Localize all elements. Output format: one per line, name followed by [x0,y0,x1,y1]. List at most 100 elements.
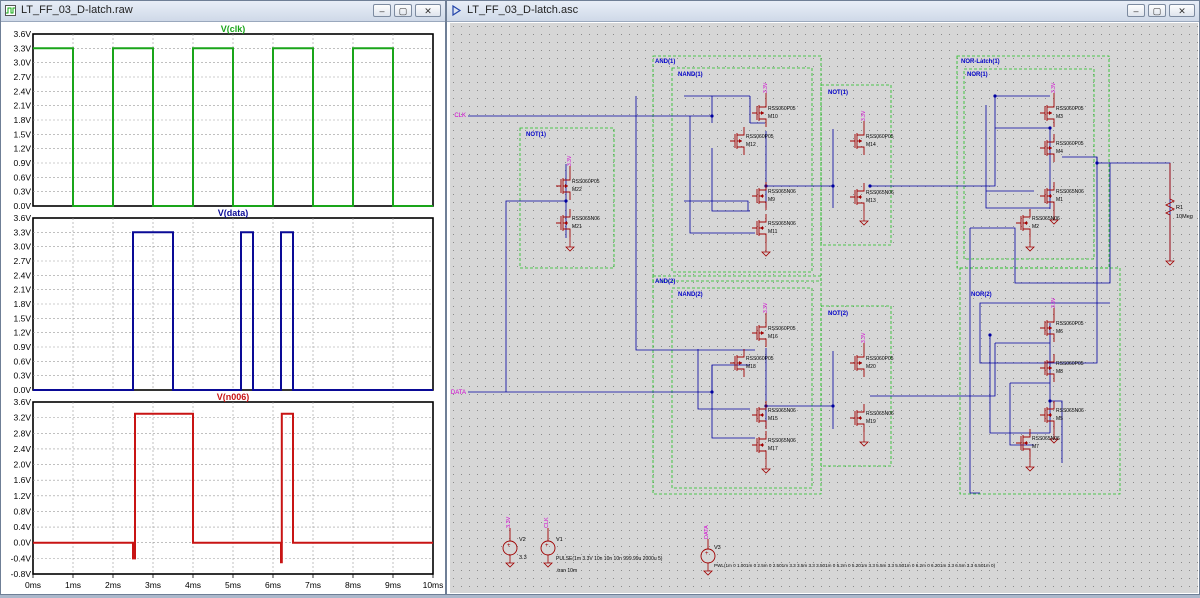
plot-pane-2[interactable]: 3.6V3.2V2.8V2.4V2.0V1.6V1.2V0.8V0.4V0.0V… [11,392,434,579]
transistor-model: RSS060P05 [746,134,774,140]
schematic-window: LT_FF_03_D-latch.asc – ▢ ✕ [446,0,1200,595]
close-icon[interactable]: ✕ [415,4,441,17]
maximize-icon[interactable]: ▢ [1148,4,1166,17]
transistor-model: RSS060P05 [768,326,796,332]
source-v1[interactable]: CLK + V1 PULSE(1m 3.3V 10n 10n 10n 999.9… [540,517,663,574]
resistor-name: R1 [1176,205,1183,211]
supply-label: 3.3V [1051,297,1057,308]
svg-text:+: + [507,543,511,549]
transistor-model: RSS065N06 [1032,436,1060,442]
x-tick-label: 7ms [305,580,321,590]
trace-title[interactable]: V(clk) [221,24,246,34]
transistor-name: M4 [1056,149,1063,155]
plot-pane-0[interactable]: 3.6V3.3V3.0V2.7V2.4V2.1V1.8V1.5V1.2V0.9V… [14,24,434,211]
supply-label: 3.3V [763,82,769,93]
group-label-not2: NOT(2) [828,311,848,317]
waveform-canvas[interactable]: 3.6V3.3V3.0V2.7V2.4V2.1V1.8V1.5V1.2V0.9V… [4,23,444,593]
y-tick-label: 1.2V [14,328,32,338]
transistor-name: M5 [1056,416,1063,422]
ground-symbol [1049,210,1059,225]
resistor-value: 10Meg [1176,214,1193,220]
ground-symbol [565,237,575,252]
transistor-name: M17 [768,446,778,452]
maximize-icon[interactable]: ▢ [394,4,412,17]
minimize-icon[interactable]: – [1127,4,1145,17]
transistor-model: RSS065N06 [1056,408,1084,414]
transistor-model: RSS065N06 [768,189,796,195]
trace-line[interactable] [33,412,433,564]
x-tick-label: 6ms [265,580,281,590]
y-tick-label: 2.1V [14,101,32,111]
close-icon[interactable]: ✕ [1169,4,1195,17]
transistor-name: M1 [1056,197,1063,203]
waveform-titlebar[interactable]: LT_FF_03_D-latch.raw – ▢ ✕ [1,1,445,22]
svg-text:+: + [545,543,549,549]
trace-title[interactable]: V(n006) [217,392,250,402]
trace-title[interactable]: V(data) [218,208,249,218]
x-tick-label: 1ms [65,580,81,590]
y-tick-label: 2.0V [14,460,32,470]
x-tick-label: 3ms [145,580,161,590]
supply-label: 3.3V [861,110,867,121]
group-label-nand2: NAND(2) [678,292,703,298]
group-label-nor1: NOR(1) [967,72,988,78]
source-v2-net: 3.3V [506,516,512,528]
waveform-icon [5,5,16,16]
transistor-model: RSS060P05 [1056,141,1084,147]
transistor-name: M2 [1032,224,1039,230]
source-v3[interactable]: DATA + V3 PWL(1m 0 1.001m 0 2.5m 0 2.501… [700,525,996,576]
y-tick-label: 1.5V [14,129,32,139]
plot-pane-1[interactable]: 3.6V3.3V3.0V2.7V2.4V2.1V1.8V1.5V1.2V0.9V… [14,208,434,395]
x-tick-label: 0ms [25,580,41,590]
group-nand2-frame [671,287,813,489]
supply-label: 3.3V [861,332,867,343]
transistor-name: M15 [768,416,778,422]
transistor-model: RSS060P05 [1056,321,1084,327]
minimize-icon[interactable]: – [373,4,391,17]
group-not2-frame [820,305,892,467]
schematic-titlebar[interactable]: LT_FF_03_D-latch.asc – ▢ ✕ [447,1,1199,22]
waveform-window-title: LT_FF_03_D-latch.raw [21,4,133,16]
y-tick-label: 0.3V [14,371,32,381]
ground-symbol [1025,237,1035,252]
transistor-model: RSS065N06 [768,438,796,444]
resistor-r1[interactable]: R1 10Meg [1164,163,1193,266]
y-tick-label: 3.6V [14,213,32,223]
schematic-icon [452,5,462,16]
source-v2[interactable]: 3.3V + V2 3.3 [502,516,527,568]
y-tick-label: 3.3V [14,227,32,237]
trace-line[interactable] [33,231,433,391]
schematic-drawing[interactable]: AND(1) NAND(1) NOT(1) NOT(1) NOR-Latch(1… [450,23,1198,593]
transistor-name: M22 [572,187,582,193]
y-tick-label: 0.9V [14,158,32,168]
net-label-clk: CLK [454,113,466,119]
transistor-model: RSS060P05 [866,134,894,140]
group-label-nor2: NOR(2) [971,292,992,298]
y-tick-label: 2.8V [14,428,32,438]
trace-line[interactable] [33,47,433,207]
schematic-canvas[interactable]: AND(1) NAND(1) NOT(1) NOT(1) NOR-Latch(1… [450,23,1198,593]
